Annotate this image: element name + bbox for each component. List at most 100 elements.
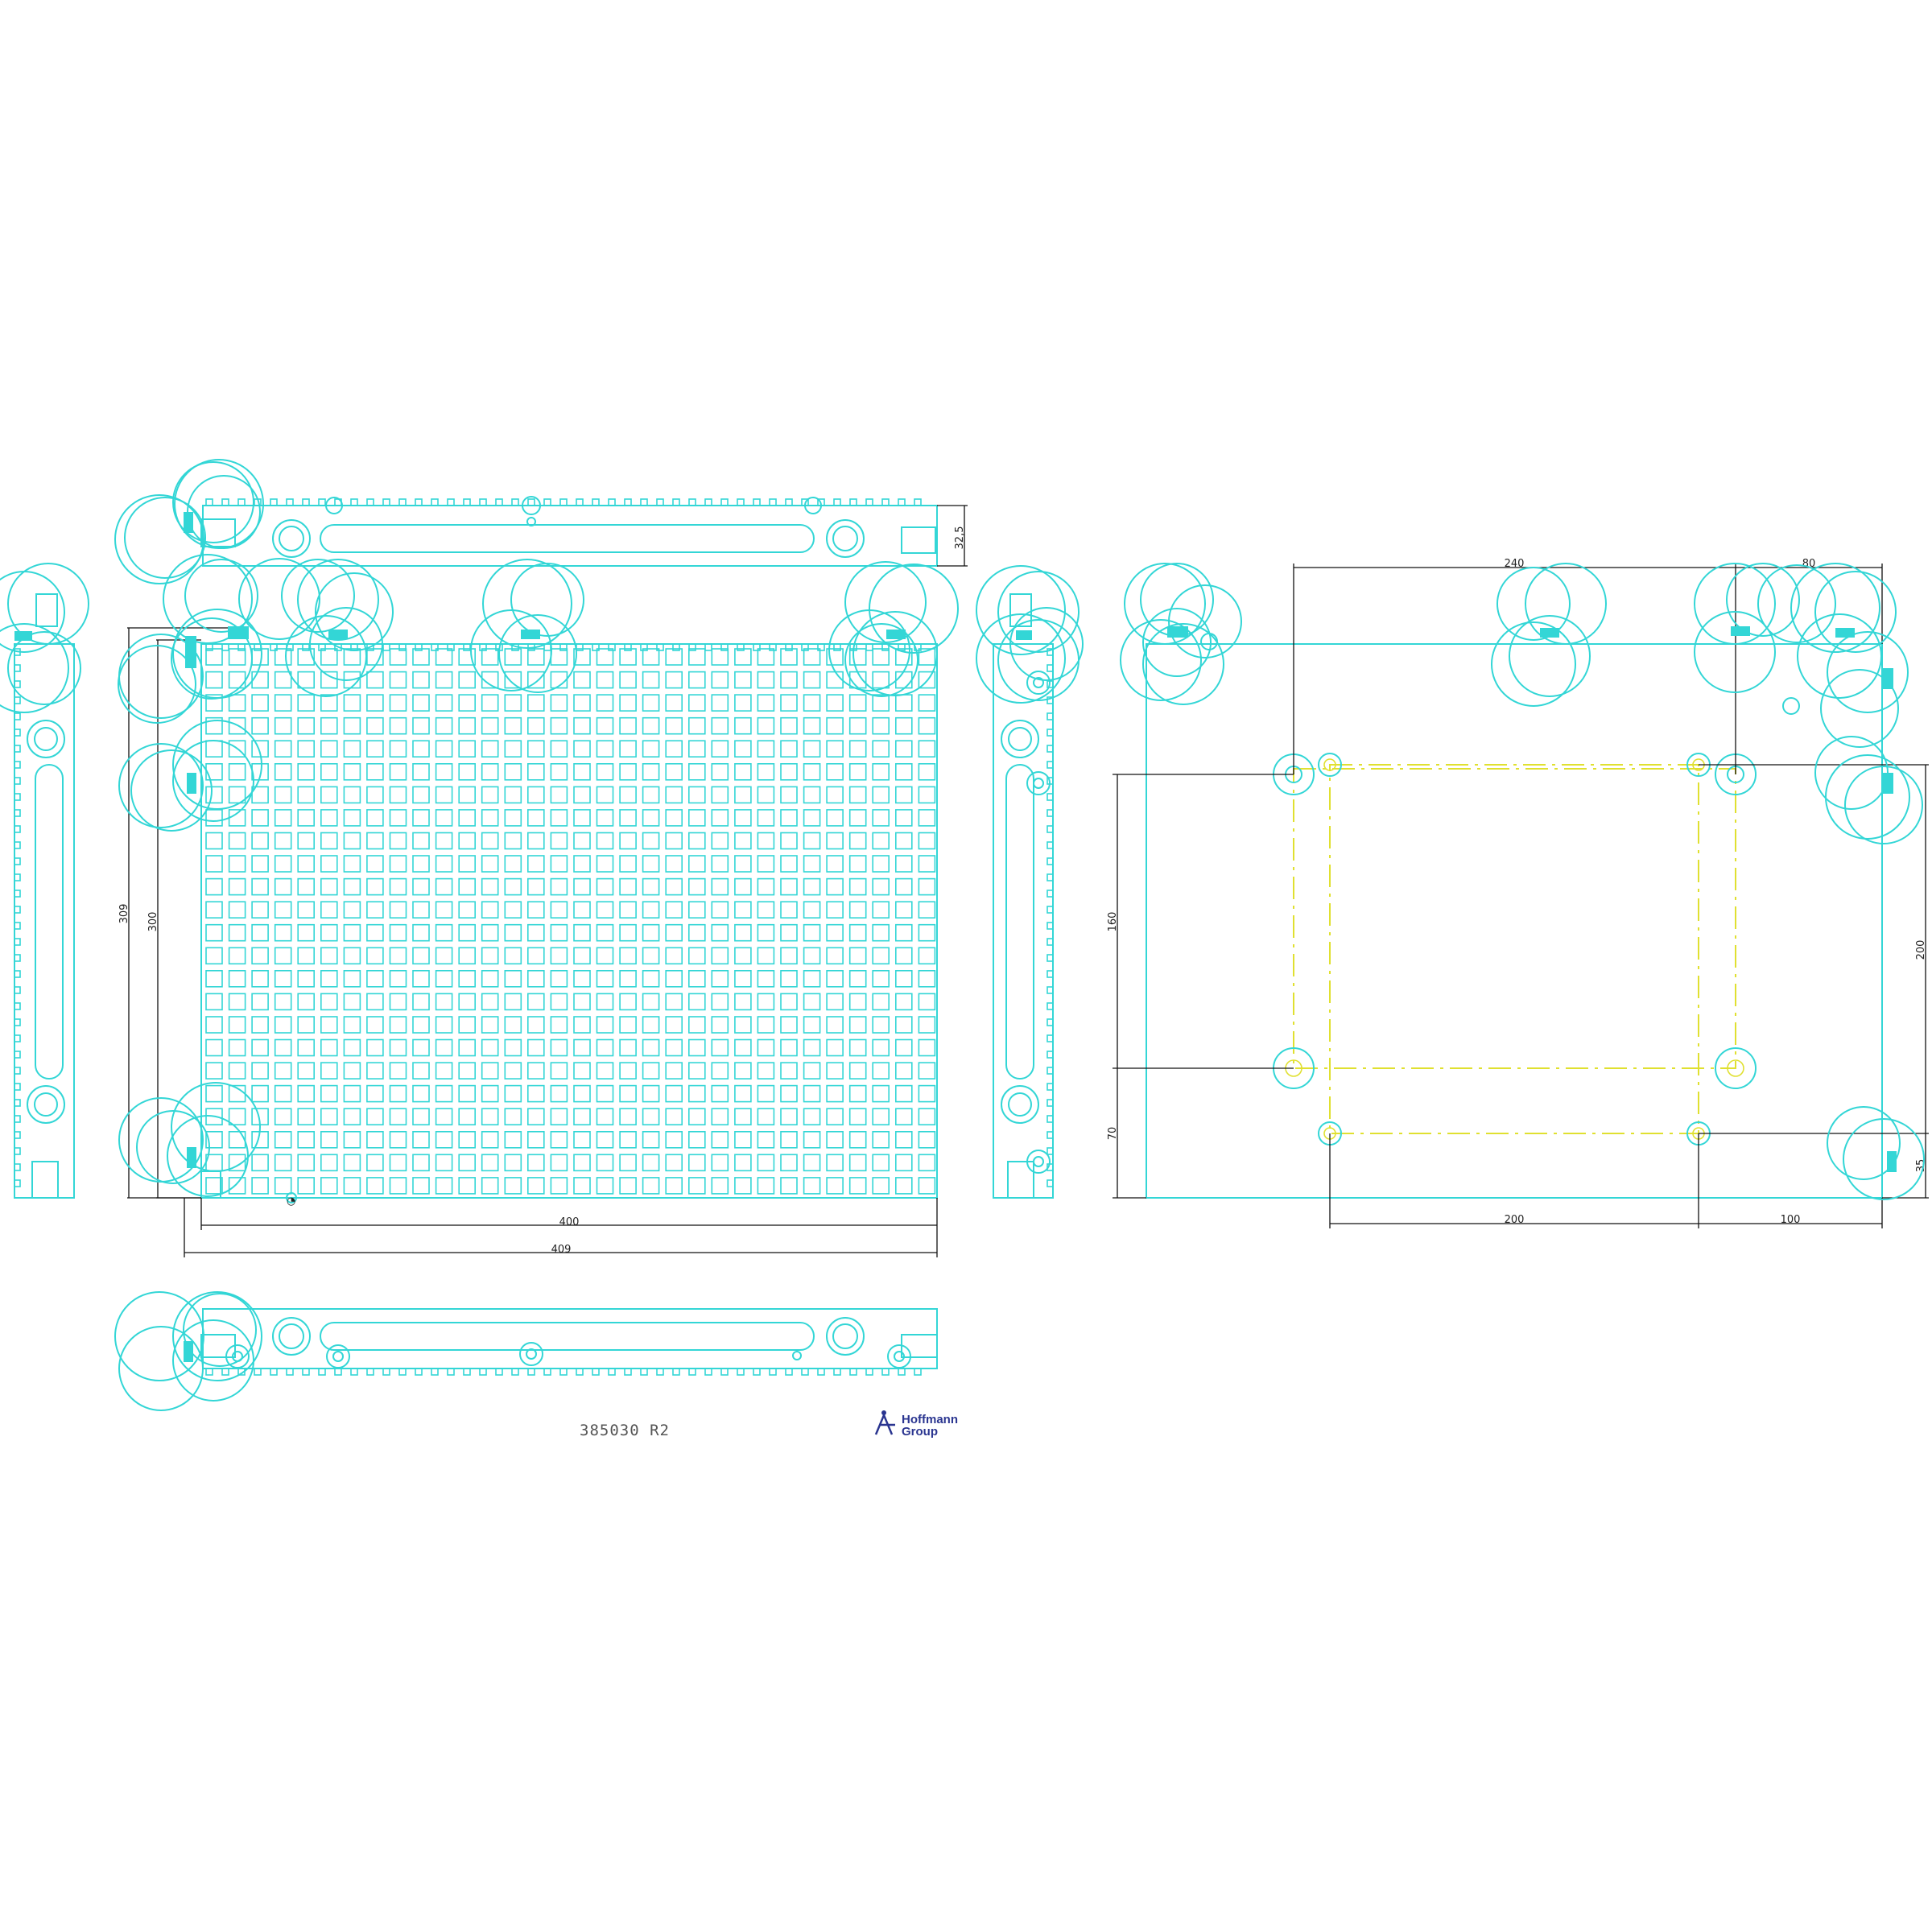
grid-pocket	[734, 809, 752, 827]
grid-pocket	[872, 1154, 890, 1172]
grid-pocket	[251, 1084, 269, 1103]
grid-pocket	[687, 1062, 706, 1080]
grid-pocket	[573, 1177, 591, 1195]
grid-pocket	[596, 648, 614, 666]
grid-pocket	[251, 809, 269, 827]
grid-pocket	[526, 648, 545, 666]
grid-pocket	[320, 809, 338, 827]
grid-pocket	[228, 1062, 246, 1080]
grid-pocket	[205, 716, 223, 735]
grid-pocket	[366, 855, 384, 873]
grid-pocket	[895, 1016, 913, 1034]
grid-pocket	[665, 1131, 683, 1149]
grid-pocket	[389, 923, 407, 942]
grid-pocket	[481, 786, 499, 804]
grid-pocket	[573, 947, 591, 965]
grid-pocket	[596, 1108, 614, 1125]
grid-pocket	[481, 762, 499, 781]
grid-pocket	[803, 832, 821, 850]
grid-pocket	[366, 877, 384, 896]
grid-pocket	[389, 1038, 407, 1057]
grid-pocket	[687, 901, 706, 919]
grid-pocket	[526, 762, 545, 781]
grid-pocket	[504, 1154, 522, 1172]
grid-pocket	[205, 1062, 223, 1080]
grid-pocket	[481, 877, 499, 896]
grid-pocket	[205, 809, 223, 827]
grid-pocket	[665, 832, 683, 850]
grid-pocket	[848, 809, 867, 827]
grid-pocket	[872, 855, 890, 873]
grid-pocket	[228, 832, 246, 850]
grid-pocket	[481, 1038, 499, 1057]
grid-pocket	[366, 1177, 384, 1195]
grid-pocket	[343, 970, 361, 988]
grid-pocket	[848, 901, 867, 919]
grid-pocket	[780, 1016, 798, 1034]
grid-pocket	[389, 901, 407, 919]
grid-pocket	[320, 1062, 338, 1080]
grid-pocket	[526, 694, 545, 712]
grid-pocket	[481, 694, 499, 712]
grid-pocket	[251, 671, 269, 689]
grid-pocket	[573, 1131, 591, 1149]
grid-pocket	[274, 740, 292, 758]
grid-pocket	[251, 855, 269, 873]
grid-pocket	[526, 1154, 545, 1172]
grid-pocket	[526, 1016, 545, 1034]
grid-pocket	[458, 1084, 477, 1103]
grid-pocket	[826, 832, 844, 850]
grid-pocket	[435, 947, 453, 965]
grid-pocket	[780, 716, 798, 735]
grid-pocket	[687, 970, 706, 988]
grid-pocket	[458, 832, 477, 850]
grid-pocket	[780, 923, 798, 942]
grid-pocket	[504, 648, 522, 666]
grid-pocket	[619, 786, 637, 804]
grid-pocket	[481, 901, 499, 919]
grid-pocket	[848, 1177, 867, 1195]
grid-pocket	[642, 740, 660, 758]
grid-pocket	[274, 1108, 292, 1125]
grid-pocket	[734, 1062, 752, 1080]
grid-pocket	[757, 1016, 775, 1034]
grid-pocket	[573, 1154, 591, 1172]
grid-pocket	[757, 1084, 775, 1103]
grid-pocket	[320, 901, 338, 919]
grid-pocket	[550, 923, 568, 942]
grid-pocket	[826, 1108, 844, 1125]
grid-pocket	[895, 947, 913, 965]
grid-pocket	[734, 970, 752, 988]
grid-pocket	[251, 786, 269, 804]
grid-pocket	[251, 832, 269, 850]
grid-pocket	[780, 993, 798, 1011]
grid-pocket	[711, 1084, 729, 1103]
rear-view-outline	[1146, 643, 1883, 1199]
grid-pocket	[848, 694, 867, 712]
grid-pocket	[412, 809, 430, 827]
grid-pocket	[573, 855, 591, 873]
grid-pocket	[526, 832, 545, 850]
grid-pocket	[435, 1016, 453, 1034]
grid-pocket	[458, 786, 477, 804]
grid-pocket	[228, 947, 246, 965]
grid-pocket	[550, 1038, 568, 1057]
grid-pocket	[526, 716, 545, 735]
grid-pocket	[205, 1131, 223, 1149]
grid-pocket	[228, 877, 246, 896]
grid-pocket	[412, 855, 430, 873]
grid-pocket	[320, 1038, 338, 1057]
right-side-teeth	[1046, 648, 1054, 1187]
grid-pocket	[687, 1131, 706, 1149]
grid-pocket	[734, 694, 752, 712]
grid-pocket	[665, 694, 683, 712]
grid-pocket	[687, 855, 706, 873]
grid-pocket	[665, 855, 683, 873]
grid-pocket	[550, 901, 568, 919]
grid-pocket	[481, 1131, 499, 1149]
grid-pocket	[573, 648, 591, 666]
grid-pocket	[619, 1062, 637, 1080]
grid-pocket	[573, 993, 591, 1011]
grid-pocket	[320, 716, 338, 735]
grid-pocket	[458, 1062, 477, 1080]
